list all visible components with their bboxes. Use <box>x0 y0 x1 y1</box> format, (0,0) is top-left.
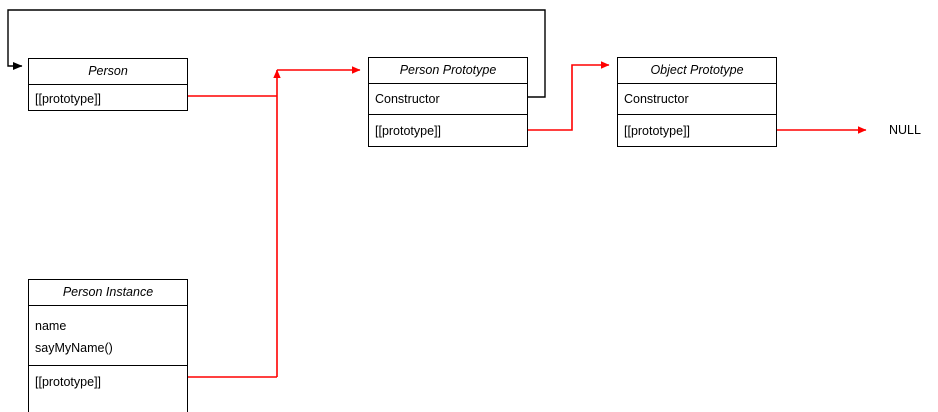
box-person-prototype[interactable]: Person Prototype Constructor [[prototype… <box>368 57 528 147</box>
box-person-instance-member-name: name <box>35 319 67 333</box>
box-person-row-prototype: [[prototype]] <box>35 92 102 106</box>
box-person-prototype-row-prototype: [[prototype]] <box>369 114 527 148</box>
box-person-instance-member-saymyname: sayMyName() <box>35 341 113 355</box>
label-null: NULL <box>889 123 921 137</box>
box-object-prototype-row-prototype: [[prototype]] <box>618 114 776 148</box>
box-person-instance-title: Person Instance <box>29 280 187 306</box>
connector-person-prototype-to-object-prototype <box>528 61 610 131</box>
box-object-prototype[interactable]: Object Prototype Constructor [[prototype… <box>617 57 777 147</box>
box-person-instance-members: name sayMyName() <box>29 306 187 365</box>
box-object-prototype-title: Object Prototype <box>618 58 776 84</box>
box-object-prototype-row-constructor: Constructor <box>624 92 689 106</box>
box-person-prototype-title: Person Prototype <box>369 58 527 84</box>
box-person-instance[interactable]: Person Instance name sayMyName() [[proto… <box>28 279 188 412</box>
box-person-prototype-row-constructor: Constructor <box>375 92 440 106</box>
box-person-title: Person <box>29 59 187 85</box>
box-person[interactable]: Person [[prototype]] <box>28 58 188 111</box>
box-person-instance-row-prototype: [[prototype]] <box>29 365 187 412</box>
